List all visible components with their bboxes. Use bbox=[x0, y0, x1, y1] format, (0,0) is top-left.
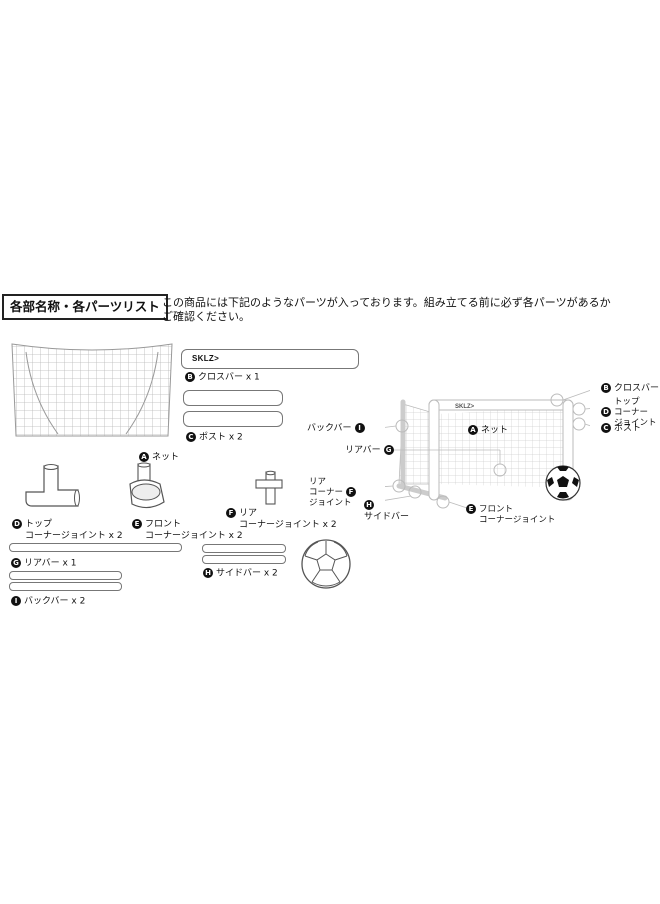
net-illustration bbox=[11, 343, 173, 437]
intro-line-1: この商品には下記のようなパーツが入っております。組み立てる前に必ず各パーツがある… bbox=[162, 296, 611, 309]
ball-photo bbox=[545, 465, 581, 501]
part-name-d-2: コーナージョイント x 2 bbox=[25, 530, 123, 541]
back-bar-tube-1 bbox=[9, 571, 122, 580]
callout-name-d-1: トップ bbox=[614, 397, 640, 407]
intro-text: この商品には下記のようなパーツが入っております。組み立てる前に必ず各パーツがある… bbox=[162, 296, 611, 324]
side-bar-tube-1 bbox=[202, 544, 286, 553]
intro-line-2: ご確認ください。 bbox=[162, 310, 250, 323]
callout-badge-h: H bbox=[364, 500, 374, 510]
part-name-e-1: フロント bbox=[145, 519, 182, 530]
part-name-d-1: トップ bbox=[25, 519, 53, 530]
badge-i: I bbox=[11, 596, 21, 606]
callout-badge-f: F bbox=[346, 487, 357, 497]
callout-badge-i: I bbox=[354, 423, 365, 433]
callout-badge-c: C bbox=[601, 423, 611, 433]
callout-name-f-1: リア bbox=[309, 477, 327, 487]
callout-name-e-1: フロント bbox=[479, 504, 514, 515]
rear-bar-tube bbox=[9, 543, 182, 552]
part-name-f-1: リア bbox=[239, 508, 258, 519]
callout-name-h: サイドバー bbox=[364, 511, 410, 522]
callout-name-d-3: ジョイント bbox=[614, 417, 657, 428]
part-name-g: リアバー x 1 bbox=[24, 558, 77, 569]
badge-a: A bbox=[139, 452, 149, 462]
post-tube-1 bbox=[183, 390, 283, 406]
post-tube-2 bbox=[183, 411, 283, 427]
part-name-e-2: コーナージョイント x 2 bbox=[145, 530, 243, 541]
callout-name-f-2: コーナー bbox=[309, 487, 344, 498]
badge-b: B bbox=[185, 372, 195, 382]
badge-g: G bbox=[11, 558, 21, 568]
callout-name-b: クロスバー bbox=[614, 383, 660, 394]
callout-name-e-2: コーナージョイント bbox=[479, 514, 556, 525]
top-corner-joint-illustration bbox=[25, 464, 80, 507]
side-bar-tube-2 bbox=[202, 555, 286, 564]
part-name-a: ネット bbox=[152, 452, 180, 463]
front-corner-joint-illustration bbox=[129, 462, 165, 509]
part-name-h: サイドバー x 2 bbox=[216, 568, 278, 579]
callout-name-c: ポスト bbox=[614, 423, 642, 434]
part-name-b: クロスバー x 1 bbox=[198, 372, 260, 383]
brand-logo: SKLZ> bbox=[192, 354, 220, 363]
ball-illustration bbox=[301, 539, 351, 589]
callout-name-a: ネット bbox=[481, 425, 509, 436]
callout-h: H サイドバー bbox=[364, 500, 409, 523]
callout-badge-d: D bbox=[601, 407, 611, 417]
callout-badge-b: B bbox=[601, 383, 611, 393]
back-bar-tube-2 bbox=[9, 582, 122, 591]
badge-h: H bbox=[203, 568, 213, 578]
crossbar-tube: SKLZ> bbox=[181, 349, 359, 369]
callout-name-i: バックバー bbox=[307, 423, 352, 434]
callout-badge-a: A bbox=[468, 425, 478, 435]
part-name-f-2: コーナージョイント x 2 bbox=[239, 519, 337, 530]
badge-d: D bbox=[12, 519, 22, 529]
badge-e: E bbox=[132, 519, 142, 529]
rear-corner-joint-illustration bbox=[255, 470, 283, 505]
badge-f: F bbox=[226, 508, 236, 518]
section-title: 各部名称・各パーツリスト bbox=[2, 294, 168, 320]
callout-name-f-3: ジョイント bbox=[309, 497, 352, 508]
goal-brand-logo: SKLZ> bbox=[455, 404, 475, 410]
callout-badge-e: E bbox=[466, 504, 476, 514]
callout-badge-g: G bbox=[383, 445, 394, 455]
part-name-i: バックバー x 2 bbox=[24, 596, 86, 607]
callout-name-d-2: コーナー bbox=[614, 407, 649, 418]
callout-name-g: リアバー bbox=[345, 445, 381, 456]
part-name-c: ポスト x 2 bbox=[199, 432, 243, 443]
assembled-goal-illustration: SKLZ> bbox=[385, 390, 590, 509]
badge-c: C bbox=[186, 432, 196, 442]
